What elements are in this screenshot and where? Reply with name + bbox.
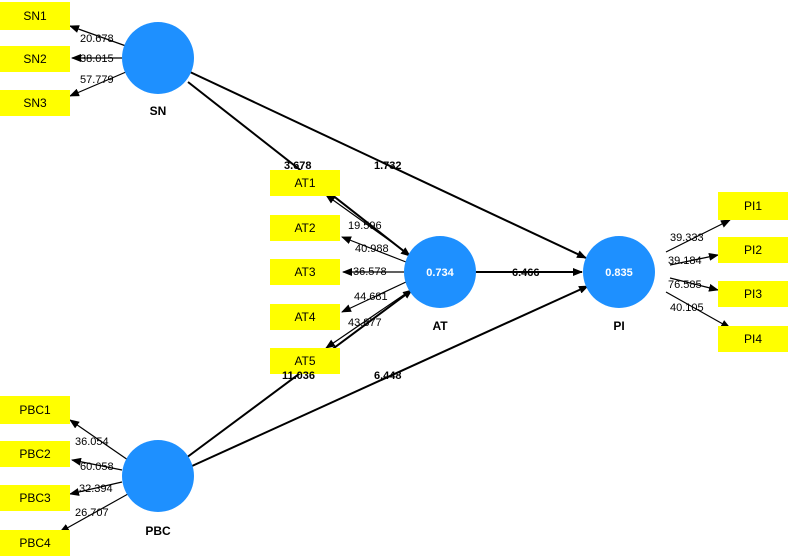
construct-label-pbc: PBC [145, 524, 171, 538]
construct-pbc[interactable] [122, 440, 194, 512]
construct-pi[interactable]: 0.835 [583, 236, 655, 308]
loading-value-pi1: 39.333 [670, 232, 704, 244]
loading-line-at5 [325, 291, 409, 349]
loading-value-pi4: 40.105 [670, 302, 704, 314]
indicator-pbc2[interactable]: PBC2 [0, 441, 70, 467]
indicator-pi1[interactable]: PI1 [718, 192, 788, 220]
loading-line-pi1 [665, 219, 731, 253]
svg-text:PI4: PI4 [744, 332, 762, 346]
loading-line-at4 [341, 281, 407, 313]
loading-line-pbc1 [69, 419, 129, 461]
loading-line-pbc3 [69, 481, 123, 496]
indicator-sn2[interactable]: SN2 [0, 46, 70, 72]
loading-line-pi2 [669, 252, 719, 266]
path-value-at-pi: 6.466 [512, 267, 540, 279]
svg-text:SN3: SN3 [23, 96, 47, 110]
loading-line-pi3 [669, 277, 719, 292]
loading-value-at3: 36.578 [353, 266, 387, 278]
svg-text:SN2: SN2 [23, 52, 47, 66]
indicator-at1[interactable]: AT1 [270, 170, 340, 196]
indicator-at3[interactable]: AT3 [270, 259, 340, 285]
path-pbc-pi [191, 285, 589, 467]
svg-text:AT3: AT3 [294, 265, 315, 279]
svg-text:PBC2: PBC2 [19, 447, 51, 461]
loading-line-pbc2 [71, 457, 123, 471]
loading-line-pi4 [665, 291, 731, 329]
construct-label-pi: PI [613, 319, 624, 333]
loading-value-at2: 40.988 [355, 243, 389, 255]
svg-text:AT5: AT5 [294, 354, 315, 368]
loading-value-pbc2: 60.058 [80, 461, 114, 473]
loading-value-sn1: 20.678 [80, 33, 114, 45]
construct-at[interactable]: 0.734 [404, 236, 476, 308]
svg-text:PI1: PI1 [744, 199, 762, 213]
loading-value-pbc4: 26.707 [75, 507, 109, 519]
loading-line-pbc4 [59, 493, 129, 533]
construct-label-sn: SN [150, 104, 167, 118]
loading-value-pbc3: 32.394 [79, 483, 113, 495]
loading-value-pi2: 39.184 [668, 255, 702, 267]
loading-value-sn2: 38.015 [80, 53, 114, 65]
indicator-pbc4[interactable]: PBC4 [0, 530, 70, 556]
svg-text:0.734: 0.734 [426, 267, 454, 279]
indicator-sn1[interactable]: SN1 [0, 2, 70, 30]
svg-text:AT2: AT2 [294, 221, 315, 235]
construct-sn[interactable] [122, 22, 194, 94]
indicator-at4[interactable]: AT4 [270, 304, 340, 330]
loading-value-at5: 43.877 [348, 317, 382, 329]
path-sn-at [187, 81, 411, 257]
loading-value-at1: 19.596 [348, 220, 382, 232]
svg-text:AT4: AT4 [294, 310, 315, 324]
path-sn-pi [189, 71, 587, 259]
loading-value-sn3: 57.779 [80, 74, 114, 86]
indicator-at5[interactable]: AT5 [270, 348, 340, 374]
loading-value-at4: 44.681 [354, 291, 388, 303]
path-value-sn-at: 3.678 [284, 160, 312, 172]
svg-text:PBC1: PBC1 [19, 403, 51, 417]
loading-value-pi3: 76.585 [668, 279, 702, 291]
indicator-pbc1[interactable]: PBC1 [0, 396, 70, 424]
indicator-sn3[interactable]: SN3 [0, 90, 70, 116]
path-value-pbc-at: 11.036 [282, 370, 315, 382]
svg-text:PBC4: PBC4 [19, 536, 51, 550]
loading-value-pbc1: 36.054 [75, 436, 109, 448]
svg-text:AT1: AT1 [294, 176, 315, 190]
loading-line-sn1 [69, 25, 127, 47]
path-value-sn-pi: 1.732 [374, 160, 402, 172]
svg-text:0.835: 0.835 [605, 267, 633, 279]
construct-label-at: AT [432, 319, 448, 333]
indicator-pi2[interactable]: PI2 [718, 237, 788, 263]
svg-text:PI2: PI2 [744, 243, 762, 257]
indicator-at2[interactable]: AT2 [270, 215, 340, 241]
indicator-pi3[interactable]: PI3 [718, 281, 788, 307]
loading-line-sn3 [69, 71, 127, 97]
indicator-pbc3[interactable]: PBC3 [0, 485, 70, 511]
loading-line-at2 [341, 236, 407, 263]
path-value-pbc-pi: 6.448 [374, 370, 402, 382]
svg-text:SN1: SN1 [23, 9, 47, 23]
svg-text:PI3: PI3 [744, 287, 762, 301]
indicator-pi4[interactable]: PI4 [718, 326, 788, 352]
svg-text:PBC3: PBC3 [19, 491, 51, 505]
